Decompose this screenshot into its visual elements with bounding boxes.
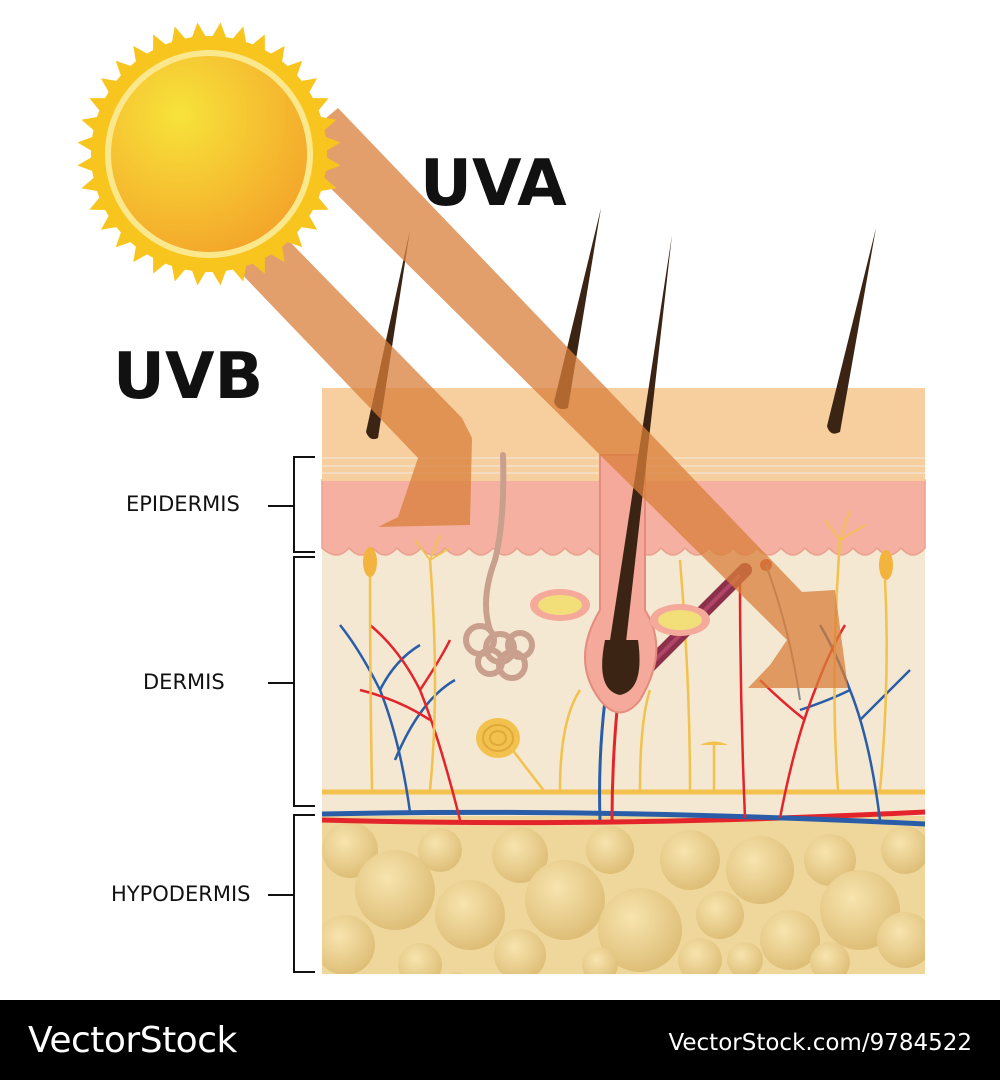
uva-label: UVA: [420, 147, 567, 221]
vessel-tree-left: [339, 624, 462, 821]
uvb-label: UVB: [113, 340, 264, 414]
pacinian-corpuscle: [476, 718, 520, 758]
nerve-endings: [414, 509, 866, 561]
sebaceous-gland-icon: [530, 589, 710, 636]
sun-icon: [77, 22, 341, 286]
layer-brackets: [268, 456, 315, 973]
footer-brand: VectorStock: [28, 1020, 237, 1061]
hypodermis-label: HYPODERMIS: [111, 882, 251, 906]
diagram-canvas: [77, 22, 926, 974]
sweat-gland-icon: [463, 452, 535, 681]
watermark-footer: VectorStock VectorStock.com/9784522: [0, 1000, 1000, 1080]
skin-diagram: UVA UVB EPIDERMIS DERMIS HYPODERMIS: [77, 22, 926, 974]
meissner-corpuscle-left: [363, 547, 377, 577]
epidermis-label: EPIDERMIS: [126, 492, 240, 516]
skin-block: [321, 208, 926, 974]
fat-cells: [322, 822, 925, 974]
receptor-small: [700, 741, 728, 790]
uvb-ray: [212, 203, 472, 527]
dermis-label: DERMIS: [143, 670, 225, 694]
uva-ray: [290, 108, 848, 688]
footer-url: VectorStock.com/9784522: [668, 1030, 972, 1056]
follicle-vein: [598, 699, 607, 821]
follicle-artery: [610, 699, 620, 823]
meissner-corpuscle-right: [879, 550, 893, 580]
